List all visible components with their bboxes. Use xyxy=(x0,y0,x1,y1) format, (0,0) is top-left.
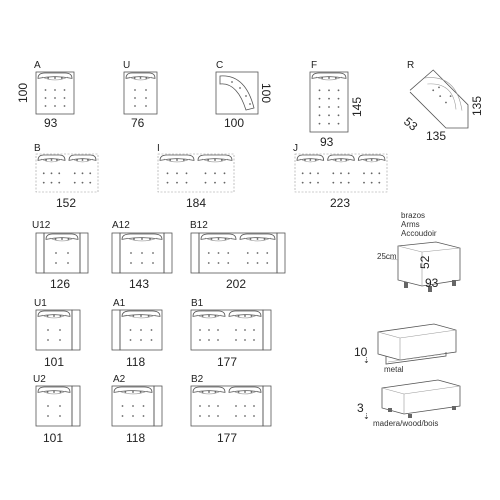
module-label-a: A xyxy=(34,60,41,71)
module-u12-width: 126 xyxy=(50,277,71,291)
module-label-u12: U12 xyxy=(32,220,51,231)
module-r-width: 135 xyxy=(426,129,447,143)
arm-drawing xyxy=(383,240,466,292)
module-c-drawing xyxy=(215,71,259,115)
metal-base-height-tick: ⇣ xyxy=(363,356,370,365)
module-j-drawing xyxy=(294,153,388,193)
arm-title-en: Arms xyxy=(401,220,420,229)
wood-base-height: 3 xyxy=(357,401,364,415)
module-label-a12: A12 xyxy=(112,220,130,231)
module-b2-drawing xyxy=(190,385,272,427)
module-i-width: 184 xyxy=(186,196,207,210)
wood-base-label: madera/wood/bois xyxy=(373,419,439,428)
arm-title-fr: Accoudoir xyxy=(401,229,437,238)
wood-base-drawing xyxy=(378,378,464,422)
module-label-r: R xyxy=(407,60,415,71)
module-f-depth: 145 xyxy=(350,96,364,117)
module-label-c: C xyxy=(216,60,224,71)
module-label-b2: B2 xyxy=(191,374,204,385)
module-a2-width: 118 xyxy=(126,431,146,445)
module-label-b: B xyxy=(34,143,41,154)
module-u-width: 76 xyxy=(131,116,145,130)
module-b1-drawing xyxy=(190,309,272,351)
module-a1-width: 118 xyxy=(126,355,146,369)
module-f-width: 93 xyxy=(320,135,334,149)
module-a1-drawing xyxy=(111,309,163,351)
module-label-u2: U2 xyxy=(33,374,46,385)
module-c-width: 100 xyxy=(224,116,245,130)
arm-height: 52 xyxy=(418,255,432,269)
module-u-drawing xyxy=(123,71,158,115)
module-r-depth: 135 xyxy=(470,95,484,116)
wood-base-height-tick: ⇣ xyxy=(363,412,370,421)
arm-depth: 93 xyxy=(425,276,439,290)
module-a-depth: 100 xyxy=(16,82,30,103)
module-b2-width: 177 xyxy=(217,431,238,445)
module-label-a1: A1 xyxy=(113,298,126,309)
module-a12-width: 143 xyxy=(129,277,150,291)
module-f-drawing xyxy=(309,71,349,133)
module-label-u1: U1 xyxy=(34,298,47,309)
module-i-drawing xyxy=(157,153,235,193)
module-label-j: J xyxy=(293,143,298,154)
module-c-depth: 100 xyxy=(259,83,273,104)
module-b-width: 152 xyxy=(56,196,77,210)
module-u1-width: 101 xyxy=(44,355,65,369)
module-u1-drawing xyxy=(35,309,81,351)
module-label-b12: B12 xyxy=(190,220,208,231)
module-label-a2: A2 xyxy=(113,374,126,385)
module-a-drawing xyxy=(35,71,75,115)
module-label-f: F xyxy=(311,60,318,71)
module-a-width: 93 xyxy=(44,116,58,130)
module-r-drawing xyxy=(409,69,469,129)
module-u12-drawing xyxy=(35,232,89,274)
module-label-b1: B1 xyxy=(191,298,204,309)
metal-base-drawing xyxy=(374,322,460,370)
module-label-i: I xyxy=(157,143,160,154)
module-a2-drawing xyxy=(111,385,163,427)
arm-title-es: brazos xyxy=(401,211,426,220)
module-b-drawing xyxy=(35,153,99,193)
module-b1-width: 177 xyxy=(217,355,238,369)
module-j-width: 223 xyxy=(330,196,351,210)
module-b12-width: 202 xyxy=(226,277,247,291)
module-b12-drawing xyxy=(190,232,286,274)
module-a12-drawing xyxy=(111,232,173,274)
module-label-u: U xyxy=(123,60,131,71)
metal-base-label: metal xyxy=(384,365,404,374)
module-u2-width: 101 xyxy=(43,431,64,445)
metal-base-height: 10 xyxy=(354,345,368,359)
arm-thickness: 25cm xyxy=(377,252,397,261)
module-u2-drawing xyxy=(35,385,81,427)
